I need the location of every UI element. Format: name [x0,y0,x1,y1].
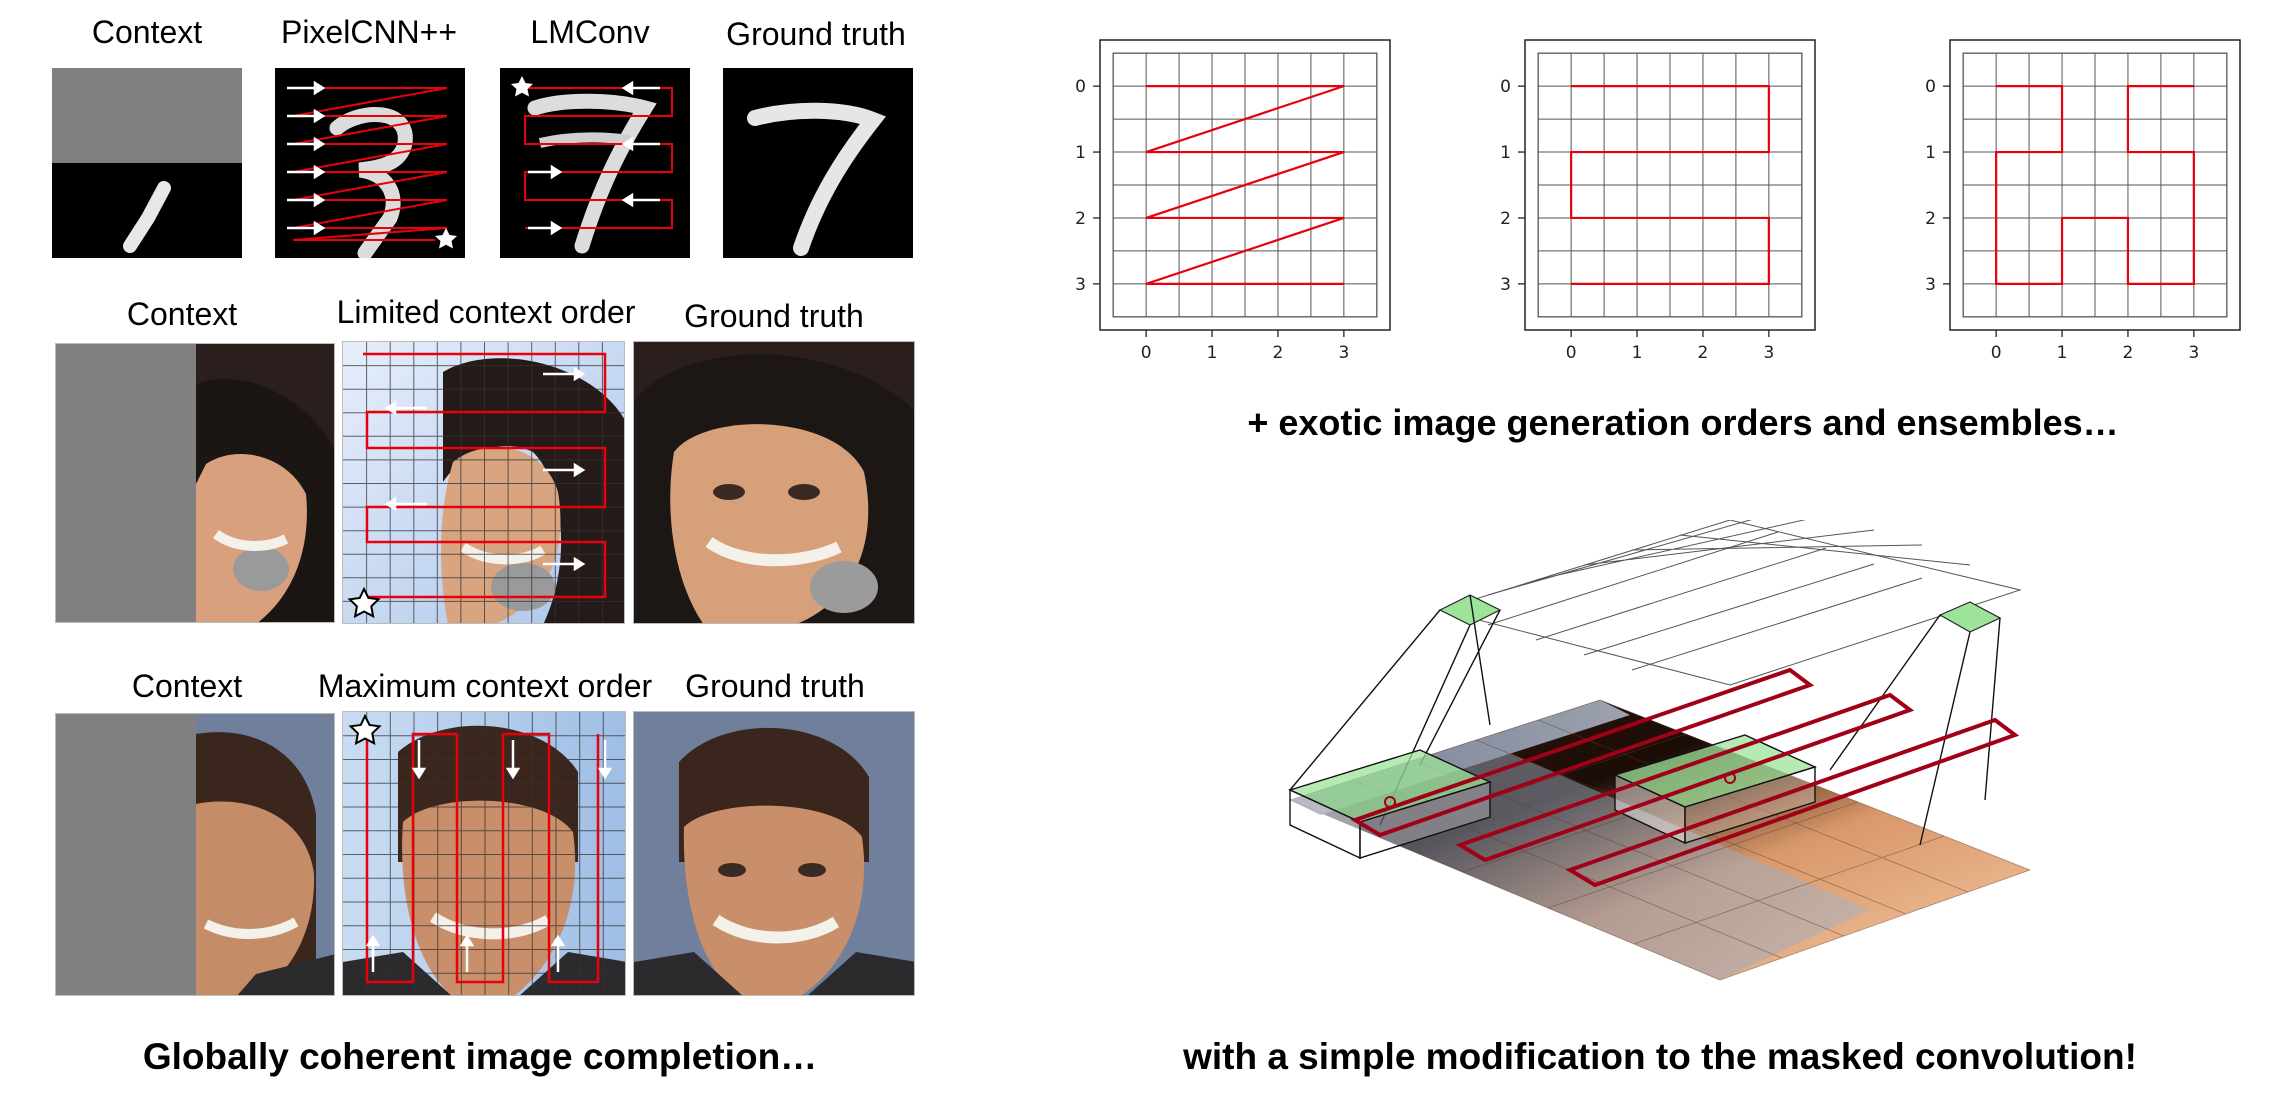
order-plot-s-curve: 0 1 2 3 0 1 2 3 [1500,39,1816,363]
x-tick-label: 3 [2188,343,2199,363]
y-tick-label: 0 [1925,77,1936,97]
x-tick-label: 3 [1338,343,1349,363]
star-icon [435,228,457,249]
label-lmconv: LMConv [530,14,650,50]
label-limited-context-order: Limited context order [336,294,636,330]
face2-maximum-order-image [342,711,626,996]
x-tick-label: 1 [1632,343,1643,363]
star-icon [347,586,381,619]
star-icon [348,713,382,746]
y-tick-label: 3 [1075,275,1086,295]
order-plot-hilbert: 0 1 2 3 0 1 2 3 [1925,39,2241,363]
label-maximum-context-order: Maximum context order [317,668,653,704]
star-icon [511,76,533,97]
limited-order-path [363,352,607,599]
maximum-order-path [365,732,600,984]
x-tick-label: 3 [1763,343,1774,363]
y-tick-label: 1 [1925,143,1936,163]
mnist-context-image [52,68,242,258]
label-context-face1: Context [126,296,238,332]
x-tick-label: 2 [1698,343,1709,363]
y-tick-label: 3 [1925,275,1936,295]
y-tick-label: 3 [1500,275,1511,295]
x-tick-label: 1 [1207,343,1218,363]
y-tick-label: 2 [1925,209,1936,229]
label-ground-truth-face2: Ground truth [685,668,865,704]
label-ground-truth-mnist: Ground truth [726,16,906,52]
order-path-s-curve [1570,85,1770,285]
y-tick-label: 2 [1500,209,1511,229]
masked-convolution-diagram [1288,520,2031,981]
x-tick-label: 2 [2123,343,2134,363]
mnist-pixelcnn-image [275,68,465,258]
label-context-mnist: Context [91,14,203,50]
label-pixelcnn: PixelCNN++ [280,14,458,50]
order-path-hilbert [1995,85,2195,285]
face2-context-image [55,713,335,996]
y-tick-label: 0 [1075,77,1086,97]
order-path-raster [1145,85,1345,285]
order-plot-raster: 0 1 2 3 0 1 2 3 [1075,39,1391,363]
caption-image-completion: Globally coherent image completion… [142,1036,818,1077]
mnist-ground-truth-image [723,68,913,258]
y-tick-label: 2 [1075,209,1086,229]
caption-generation-orders: + exotic image generation orders and ens… [1247,402,2119,443]
x-tick-label: 0 [1991,343,2002,363]
face1-ground-truth-image [633,341,915,624]
x-tick-label: 0 [1141,343,1152,363]
y-tick-label: 0 [1500,77,1511,97]
y-tick-label: 1 [1500,143,1511,163]
x-tick-label: 0 [1566,343,1577,363]
y-tick-label: 1 [1075,143,1086,163]
face1-limited-order-image [342,341,625,624]
caption-masked-convolution: with a simple modification to the masked… [1183,1036,2137,1077]
label-context-face2: Context [131,668,243,704]
label-ground-truth-face1: Ground truth [684,298,864,334]
order-plots: 0 1 2 3 0 1 2 3 0 1 2 3 0 1 2 3 0 1 2 3 0 1 2 3 [1075,39,2241,363]
face1-context-image [55,343,335,623]
face2-ground-truth-image [633,711,915,996]
x-tick-label: 2 [1273,343,1284,363]
x-tick-label: 1 [2057,343,2068,363]
mnist-lmconv-image [500,68,690,258]
